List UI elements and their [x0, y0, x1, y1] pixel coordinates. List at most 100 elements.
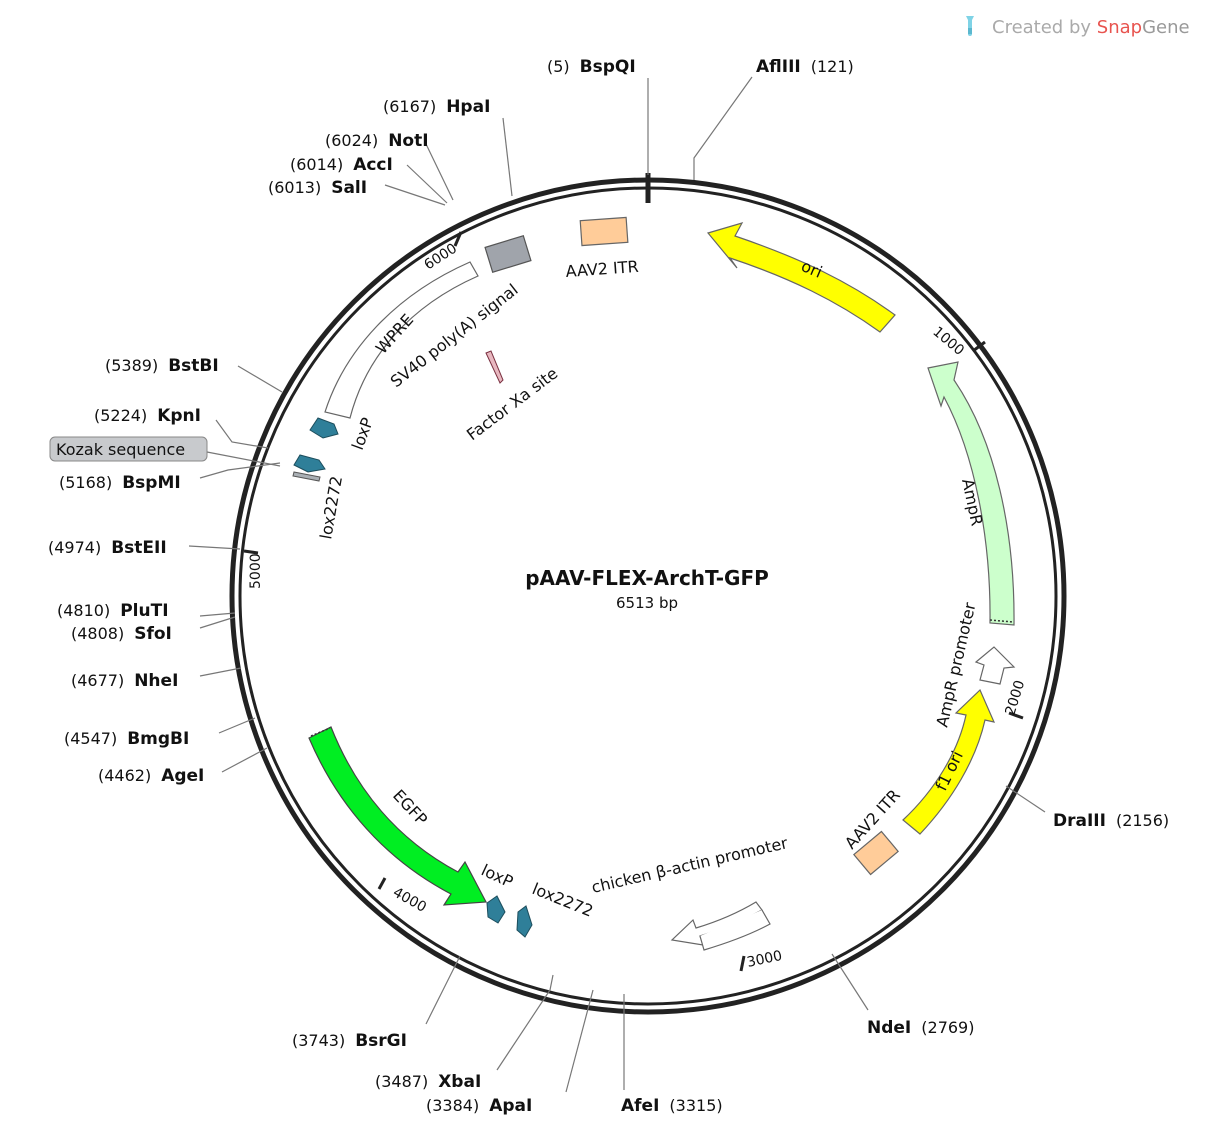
site-afei: AfeI [621, 1096, 659, 1116]
svg-text:(4677)NheI: (4677) NheI [71, 671, 178, 691]
site-xbai: XbaI [438, 1072, 481, 1092]
site-apai: ApaI [489, 1096, 532, 1116]
site-sali: SalI [331, 178, 367, 198]
factor-xa-label: Factor Xa site [463, 364, 561, 445]
site-pos-bspqi: (5) [547, 57, 570, 76]
lox2272-top-marker [293, 454, 326, 473]
svg-text:(6167)HpaI: (6167)HpaI [383, 97, 490, 117]
svg-text:(3743)BsrGI: (3743) BsrGI [292, 1031, 407, 1051]
tick-label-2000: 2000 [1003, 678, 1029, 717]
site-bmgbi: BmgBI [127, 729, 189, 749]
svg-text:AflIII(121): AflIII (121) [756, 57, 854, 77]
sv40-polya-label: SV40 poly(A) signal [387, 280, 522, 391]
aav2-itr-bottom-box [853, 830, 899, 876]
svg-text:(4808)SfoI: (4808) SfoI [71, 624, 172, 644]
svg-text:(3384)ApaI: (3384) ApaI [426, 1096, 532, 1116]
ampr-arrow [927, 361, 1015, 626]
svg-text:(5)BspQI: (5) BspQI [547, 57, 636, 77]
tick-1000 [972, 340, 986, 353]
site-nhei: NheI [134, 671, 178, 691]
tick-3000 [739, 955, 746, 972]
site-draIII: DraIII [1053, 811, 1106, 831]
svg-text:(4974)BstEII: (4974) BstEII [48, 538, 167, 558]
site-leader-lines [188, 76, 1046, 1093]
site-pos-bsrgi: (3743) [292, 1031, 345, 1050]
site-pos-noti: (6024) [325, 131, 378, 150]
site-pos-bspmi: (5168) [59, 473, 112, 492]
site-sfoi: SfoI [134, 624, 172, 644]
site-acci: AccI [353, 155, 393, 175]
kozak-marker [292, 471, 321, 482]
brand-snap: Snap [1097, 17, 1142, 38]
site-pos-aflIII: (121) [811, 57, 854, 76]
tick-label-1000: 1000 [929, 324, 967, 359]
brand-created-by: Created by [992, 17, 1097, 38]
lox2272-bottom-marker [516, 905, 533, 938]
svg-text:AfeI(3315): AfeI (3315) [621, 1096, 723, 1116]
svg-text:(6013)SalI: (6013) SalI [268, 178, 367, 198]
svg-text:NdeI(2769): NdeI(2769) [867, 1018, 974, 1038]
aav2-itr-top-box [579, 216, 629, 247]
svg-text:(6014)AccI: (6014) AccI [290, 155, 393, 175]
loxp-bottom-label: loxP [478, 860, 516, 891]
site-pos-sfoi: (4808) [71, 624, 124, 643]
ori-arrow [706, 222, 896, 333]
site-pos-agei: (4462) [98, 766, 151, 785]
svg-text:(5168)BspMI: (5168) BspMI [59, 473, 181, 493]
site-pos-kpni: (5224) [94, 406, 147, 425]
site-bspmi: BspMI [122, 473, 181, 493]
site-noti: NotI [388, 131, 428, 151]
brand-gene: Gene [1142, 17, 1190, 38]
site-pos-bmgbi: (4547) [64, 729, 117, 748]
wpre-box [324, 261, 479, 419]
site-kpni: KpnI [157, 406, 201, 426]
site-pos-afei: (3315) [669, 1096, 722, 1115]
site-pos-apai: (3384) [426, 1096, 479, 1115]
svg-text:(4547)BmgBI: (4547) BmgBI [64, 729, 189, 749]
site-pos-bsteii: (4974) [48, 538, 101, 557]
f1-ori-arrow [902, 688, 996, 835]
site-pos-ndei: (2769) [921, 1018, 974, 1037]
site-pos-pluti: (4810) [57, 601, 110, 620]
plasmid-length: 6513 bp [616, 594, 678, 612]
kozak-label: Kozak sequence [49, 436, 208, 462]
svg-text:(3487)XbaI: (3487)XbaI [375, 1072, 481, 1092]
site-pos-hpai: (6167) [383, 97, 436, 116]
site-aflIII: AflIII [756, 57, 801, 77]
snapgene-logo [966, 16, 974, 36]
tick-label-4000: 4000 [390, 885, 429, 916]
site-bsteii: BstEII [111, 538, 166, 558]
egfp-arrow [308, 726, 487, 906]
site-pluti: PluTI [120, 601, 168, 621]
svg-text:(4462)AgeI: (4462) AgeI [98, 766, 204, 786]
sv40-polya-box [484, 234, 532, 274]
tick-label-5000: 5000 [248, 553, 264, 589]
kozak-text: Kozak sequence [56, 440, 185, 459]
loxp-top-label: loxP [348, 415, 377, 453]
lox2272-top-label: lox2272 [316, 474, 346, 540]
ampr-promoter-arrow [974, 646, 1016, 685]
site-bsrgi: BsrGI [355, 1031, 407, 1051]
loxp-top-marker [309, 417, 339, 439]
site-pos-sali: (6013) [268, 178, 321, 197]
plasmid-title: pAAV-FLEX-ArchT-GFP [525, 566, 769, 590]
svg-text:(5389)BstBI: (5389) BstBI [105, 356, 219, 376]
site-bstbi: BstBI [168, 356, 219, 376]
svg-text:(6024)NotI: (6024) NotI [325, 131, 429, 151]
tick-4000 [377, 877, 387, 890]
tick-6000 [453, 231, 463, 247]
factor-xa-marker [485, 350, 504, 384]
tick-label-3000: 3000 [746, 948, 784, 971]
svg-text:DraIII(2156): DraIII (2156) [1053, 811, 1169, 831]
lox2272-bottom-label: lox2272 [530, 879, 596, 921]
site-agei: AgeI [161, 766, 204, 786]
site-pos-bstbi: (5389) [105, 356, 158, 375]
site-bspqi: BspQI [580, 57, 636, 77]
site-pos-acci: (6014) [290, 155, 343, 174]
tick-2000 [1008, 711, 1024, 720]
site-pos-nhei: (4677) [71, 671, 124, 690]
site-pos-draIII: (2156) [1116, 811, 1169, 830]
loxp-bottom-marker [486, 895, 506, 924]
tick-5000 [243, 549, 259, 555]
